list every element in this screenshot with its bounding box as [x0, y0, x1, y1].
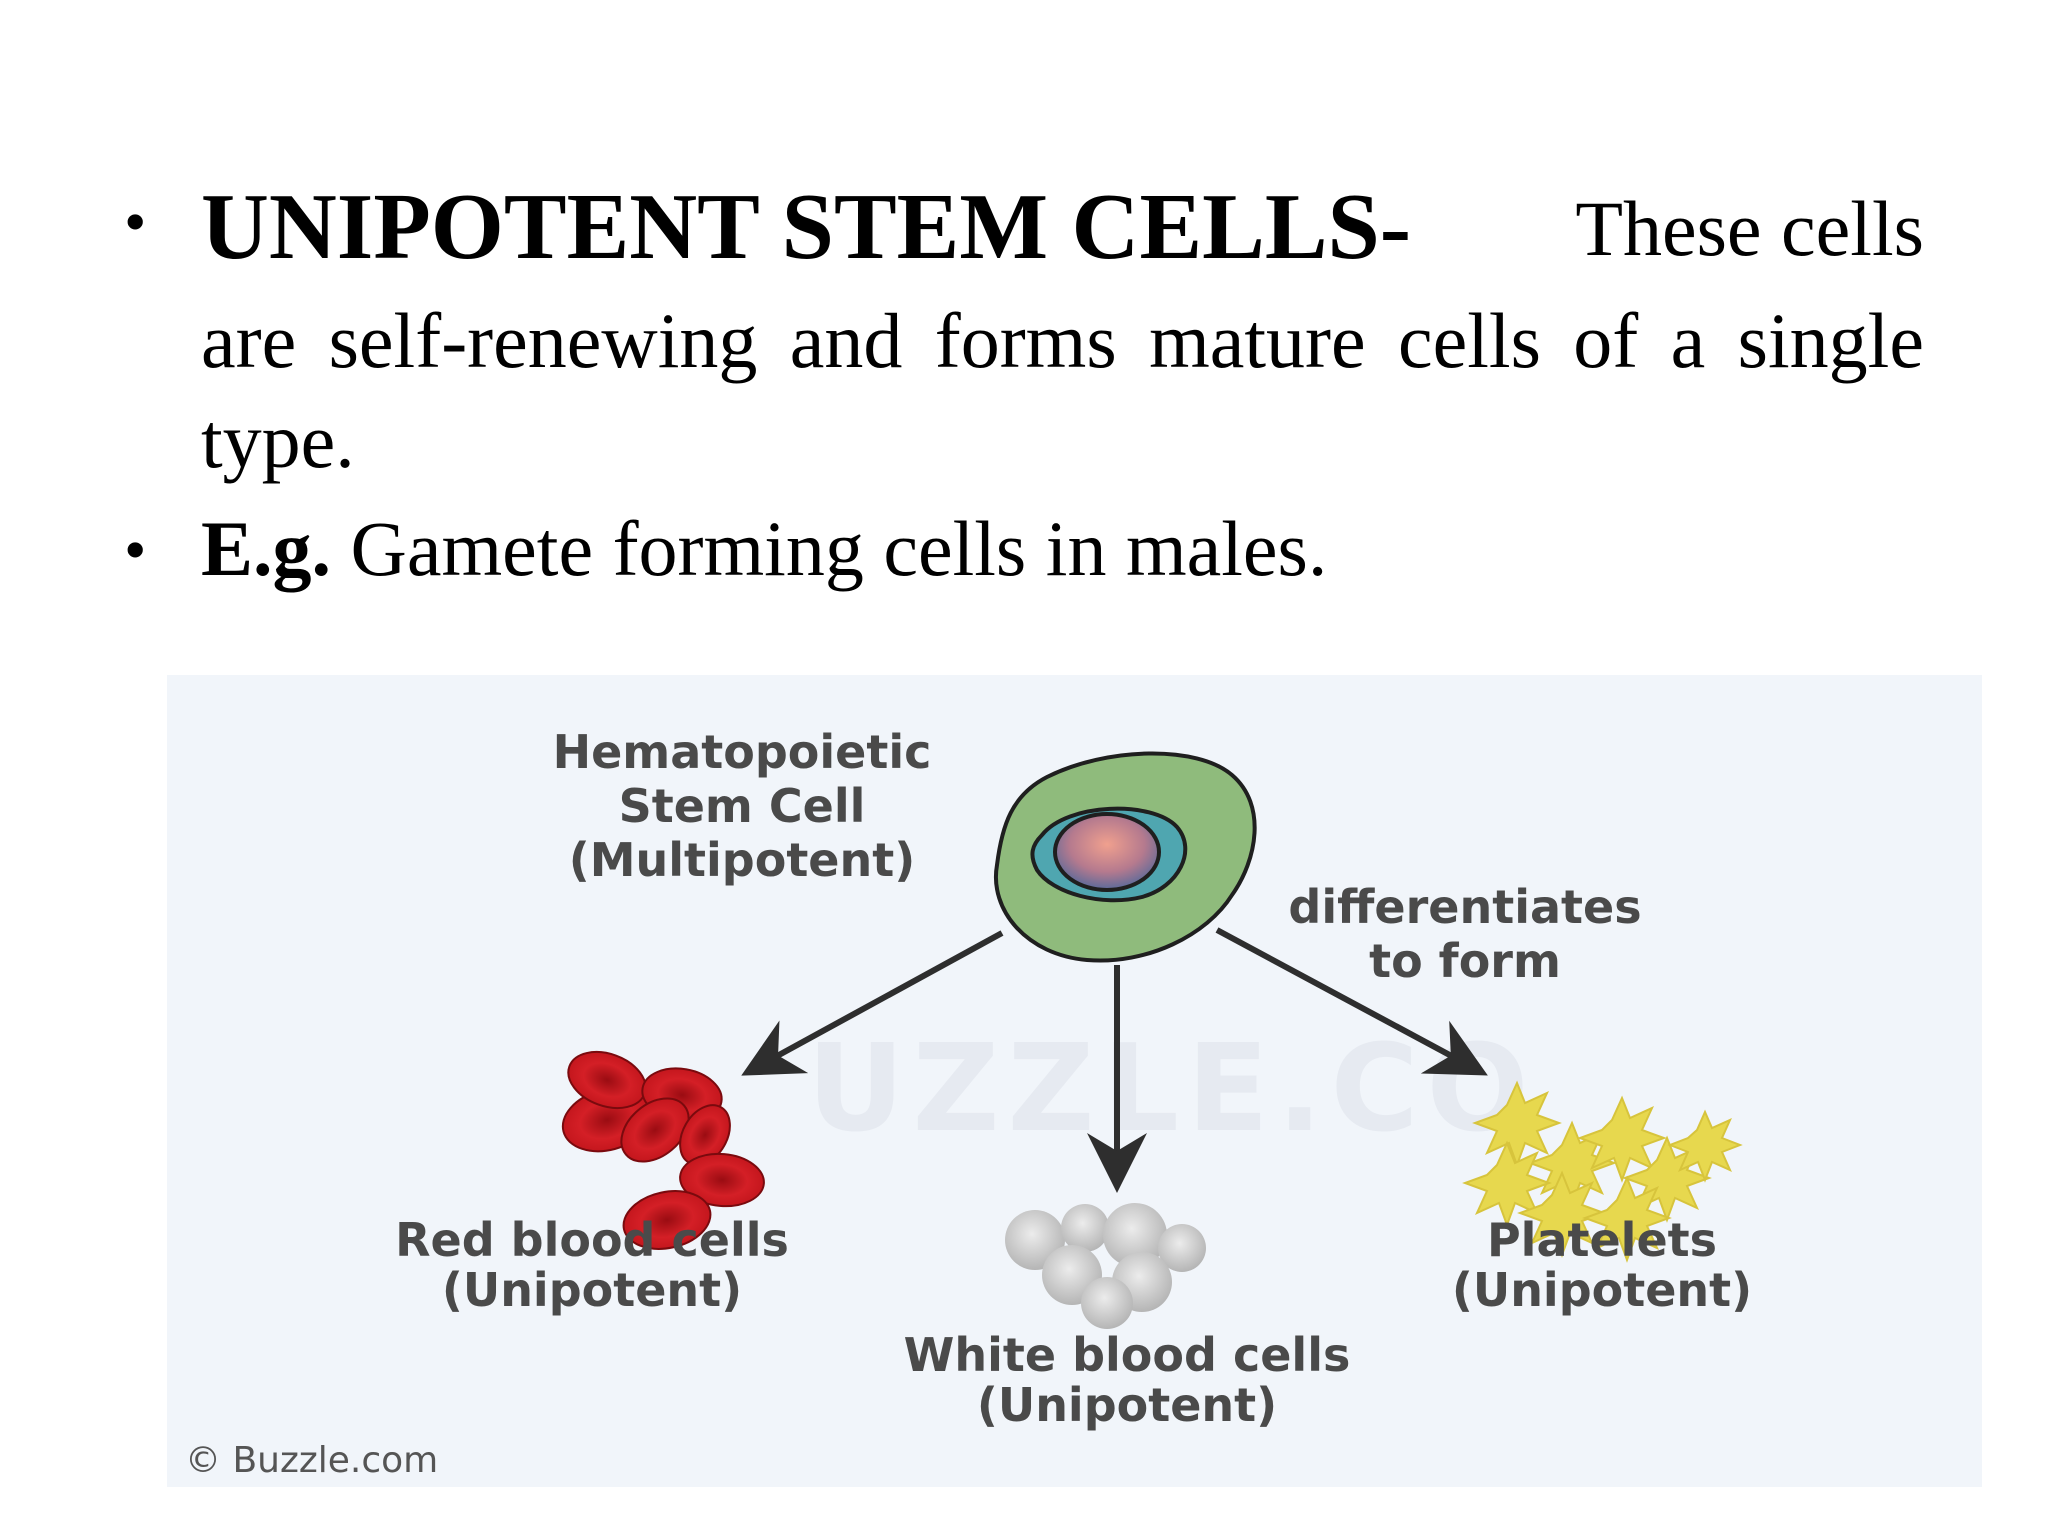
arrow-label: differentiates to form [1288, 880, 1642, 988]
differentiation-arrows [741, 927, 1488, 1193]
bullet-word: self-renewing [328, 297, 758, 384]
arrow-to-platelets [1215, 927, 1488, 1076]
white-blood-cells-icon [1005, 1203, 1206, 1329]
stem-cell-icon [993, 751, 1257, 963]
bullet-word: mature [1149, 297, 1366, 384]
bullet-word: and [789, 297, 903, 384]
bullet-1-line-3: type. [201, 397, 355, 484]
arrow-to-rbc [741, 930, 1004, 1076]
bullet-marker: • [124, 186, 147, 257]
bullet-word: a [1670, 297, 1706, 384]
bullet-heading: UNIPOTENT STEM CELLS- [201, 175, 1412, 279]
example-label: E.g. [201, 505, 332, 592]
example-text: Gamete forming cells in males. [350, 505, 1328, 592]
red-blood-cells-icon [561, 1050, 765, 1250]
bullet-word: cells [1398, 297, 1541, 384]
bullet-word: are [201, 297, 297, 384]
platelets-icon [1462, 1080, 1743, 1263]
bullet-word: of [1573, 297, 1639, 384]
white-blood-cells-label: White blood cells (Unipotent) [903, 1328, 1351, 1432]
red-blood-cells-label: Red blood cells (Unipotent) [395, 1213, 789, 1317]
bullet-word: single [1737, 297, 1924, 384]
bullet-marker: • [124, 514, 147, 585]
bullet-2-line: E.g. Gamete forming cells in males. [201, 510, 1327, 588]
figure-drawing [561, 751, 1743, 1329]
bullet-1-line-1: UNIPOTENT STEM CELLS- These cells [201, 180, 1924, 274]
hematopoiesis-figure: UZZLE.CO [167, 675, 1982, 1487]
bullet-text: These cells [1575, 185, 1924, 272]
image-credit: © Buzzle.com [185, 1440, 439, 1481]
stem-cell-label: Hematopoietic Stem Cell (Multipotent) [552, 725, 932, 887]
platelets-label: Platelets (Unipotent) [1451, 1213, 1753, 1317]
watermark: UZZLE.CO [807, 1020, 1537, 1159]
bullet-word: forms [934, 297, 1117, 384]
